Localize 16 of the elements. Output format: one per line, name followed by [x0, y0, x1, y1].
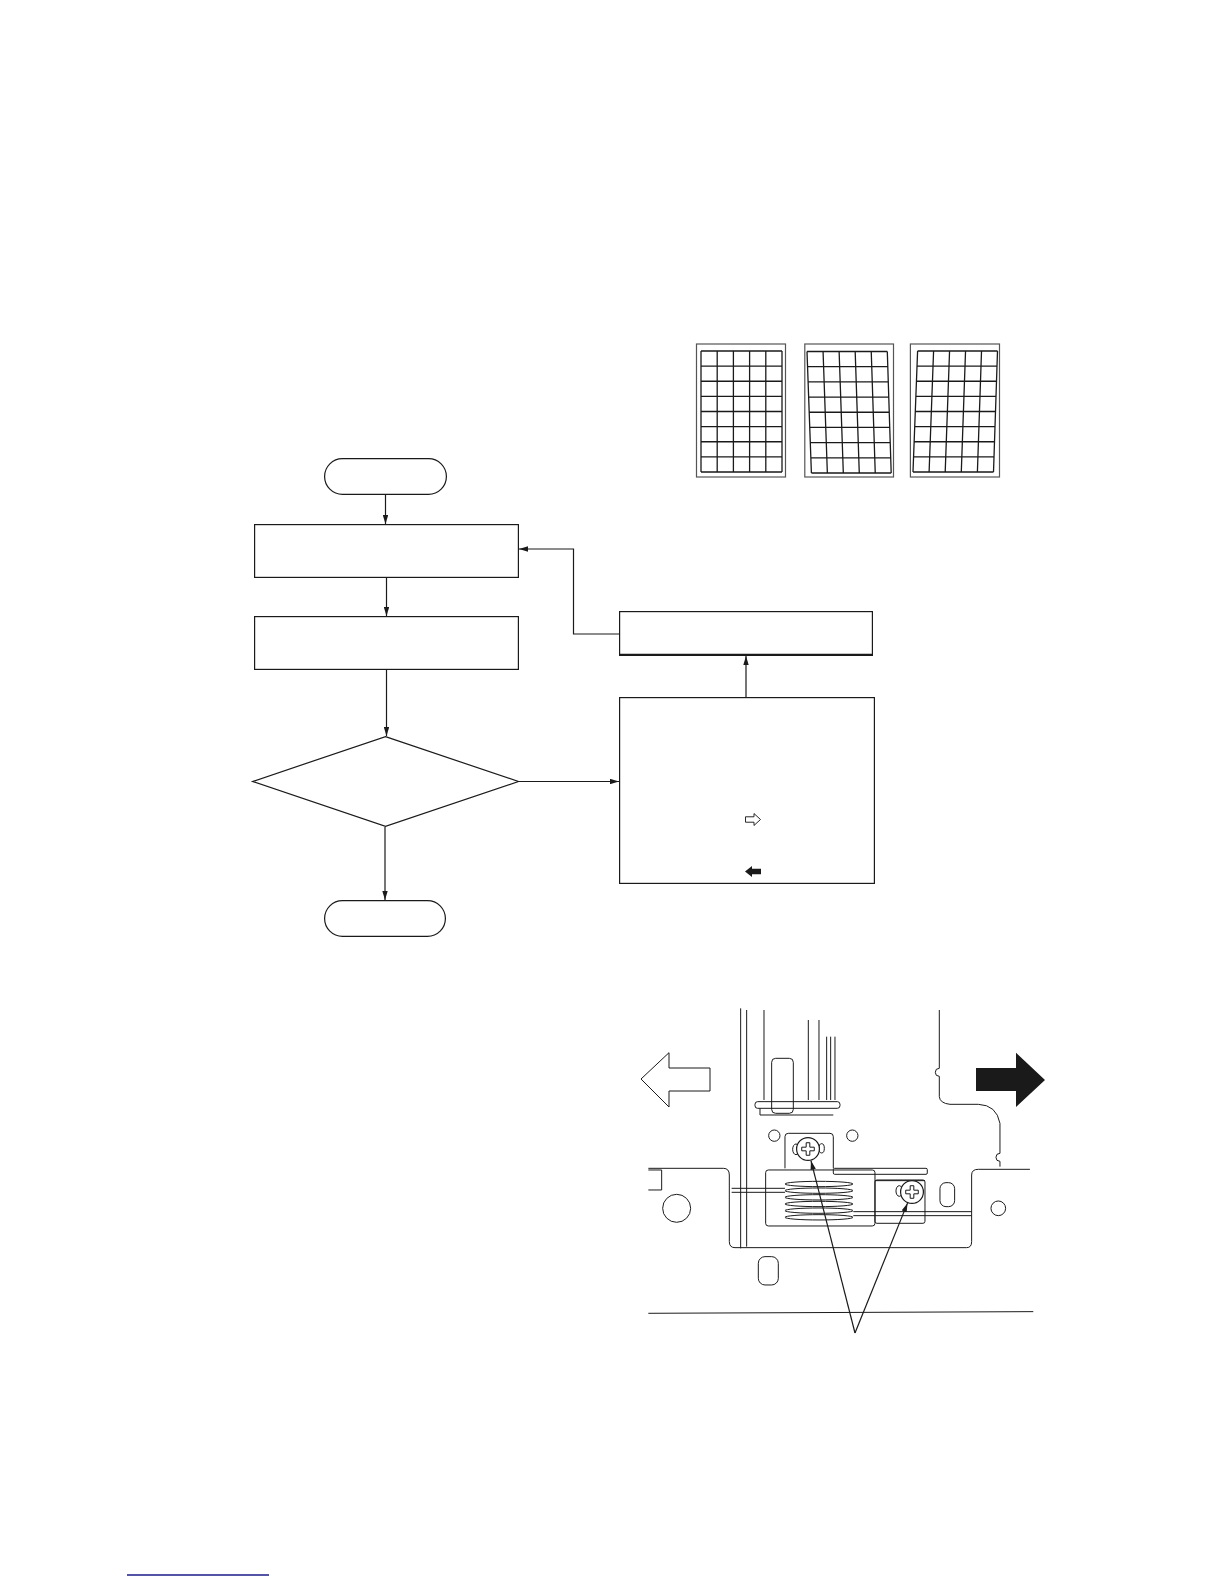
arrow: [382, 494, 389, 525]
screw-head: [900, 1180, 924, 1204]
arrow: [382, 826, 388, 901]
arrow: [383, 669, 390, 737]
arrow: [383, 577, 390, 617]
process-box: [619, 697, 875, 884]
process-box: [619, 611, 873, 656]
process-box: [254, 616, 519, 670]
leader-line: [810, 1160, 856, 1334]
arrow: [518, 778, 620, 785]
decision-diamond: [252, 736, 519, 827]
process-box: [254, 524, 519, 578]
arrow: [518, 546, 620, 635]
leader-line: [854, 1202, 909, 1334]
screw-head: [796, 1137, 820, 1161]
arrow: [743, 655, 749, 698]
